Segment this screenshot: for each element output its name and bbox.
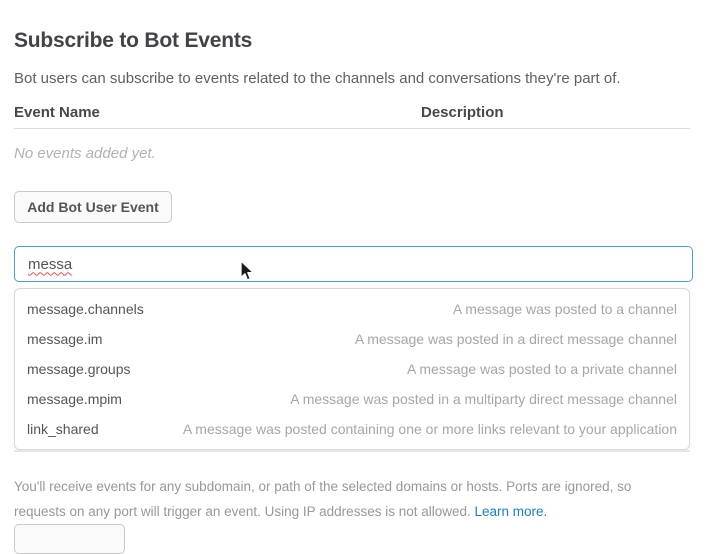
footer-note: You'll receive events for any subdomain,…	[14, 474, 694, 524]
suggestion-name: message.mpim	[27, 391, 122, 407]
page-title: Subscribe to Bot Events	[14, 29, 253, 53]
suggestion-description: A message was posted in a multiparty dir…	[290, 391, 677, 407]
suggestion-item-link-shared[interactable]: link_shared A message was posted contain…	[15, 414, 689, 444]
suggestion-description: A message was posted in a direct message…	[354, 331, 677, 347]
suggestion-item-message-im[interactable]: message.im A message was posted in a dir…	[15, 324, 689, 354]
learn-more-link[interactable]: Learn more.	[474, 503, 548, 519]
column-header-description: Description	[421, 104, 504, 121]
suggestion-description: A message was posted containing one or m…	[182, 421, 677, 437]
column-header-event-name: Event Name	[14, 104, 100, 121]
footer-note-line2: requests on any port will trigger an eve…	[14, 503, 471, 519]
table-divider	[14, 128, 690, 129]
add-bot-user-event-button[interactable]: Add Bot User Event	[14, 191, 172, 223]
partially-visible-bottom-button[interactable]	[14, 524, 125, 554]
suggestion-description: A message was posted to a channel	[452, 301, 677, 317]
empty-state-message: No events added yet.	[14, 145, 156, 162]
suggestion-name: message.groups	[27, 361, 131, 377]
page-subtitle: Bot users can subscribe to events relate…	[14, 70, 621, 87]
footer-note-line1: You'll receive events for any subdomain,…	[14, 478, 632, 494]
bot-event-search-input[interactable]: messa	[14, 246, 693, 282]
section-divider	[14, 450, 690, 452]
suggestion-item-message-mpim[interactable]: message.mpim A message was posted in a m…	[15, 384, 689, 414]
suggestion-item-message-groups[interactable]: message.groups A message was posted to a…	[15, 354, 689, 384]
event-suggestions-dropdown: message.channels A message was posted to…	[14, 288, 690, 450]
suggestion-name: message.im	[27, 331, 103, 347]
suggestion-name: message.channels	[27, 301, 144, 317]
suggestion-item-message-channels[interactable]: message.channels A message was posted to…	[15, 294, 689, 324]
suggestion-name: link_shared	[27, 421, 99, 437]
search-input-text: messa	[28, 255, 73, 273]
suggestion-description: A message was posted to a private channe…	[406, 361, 677, 377]
